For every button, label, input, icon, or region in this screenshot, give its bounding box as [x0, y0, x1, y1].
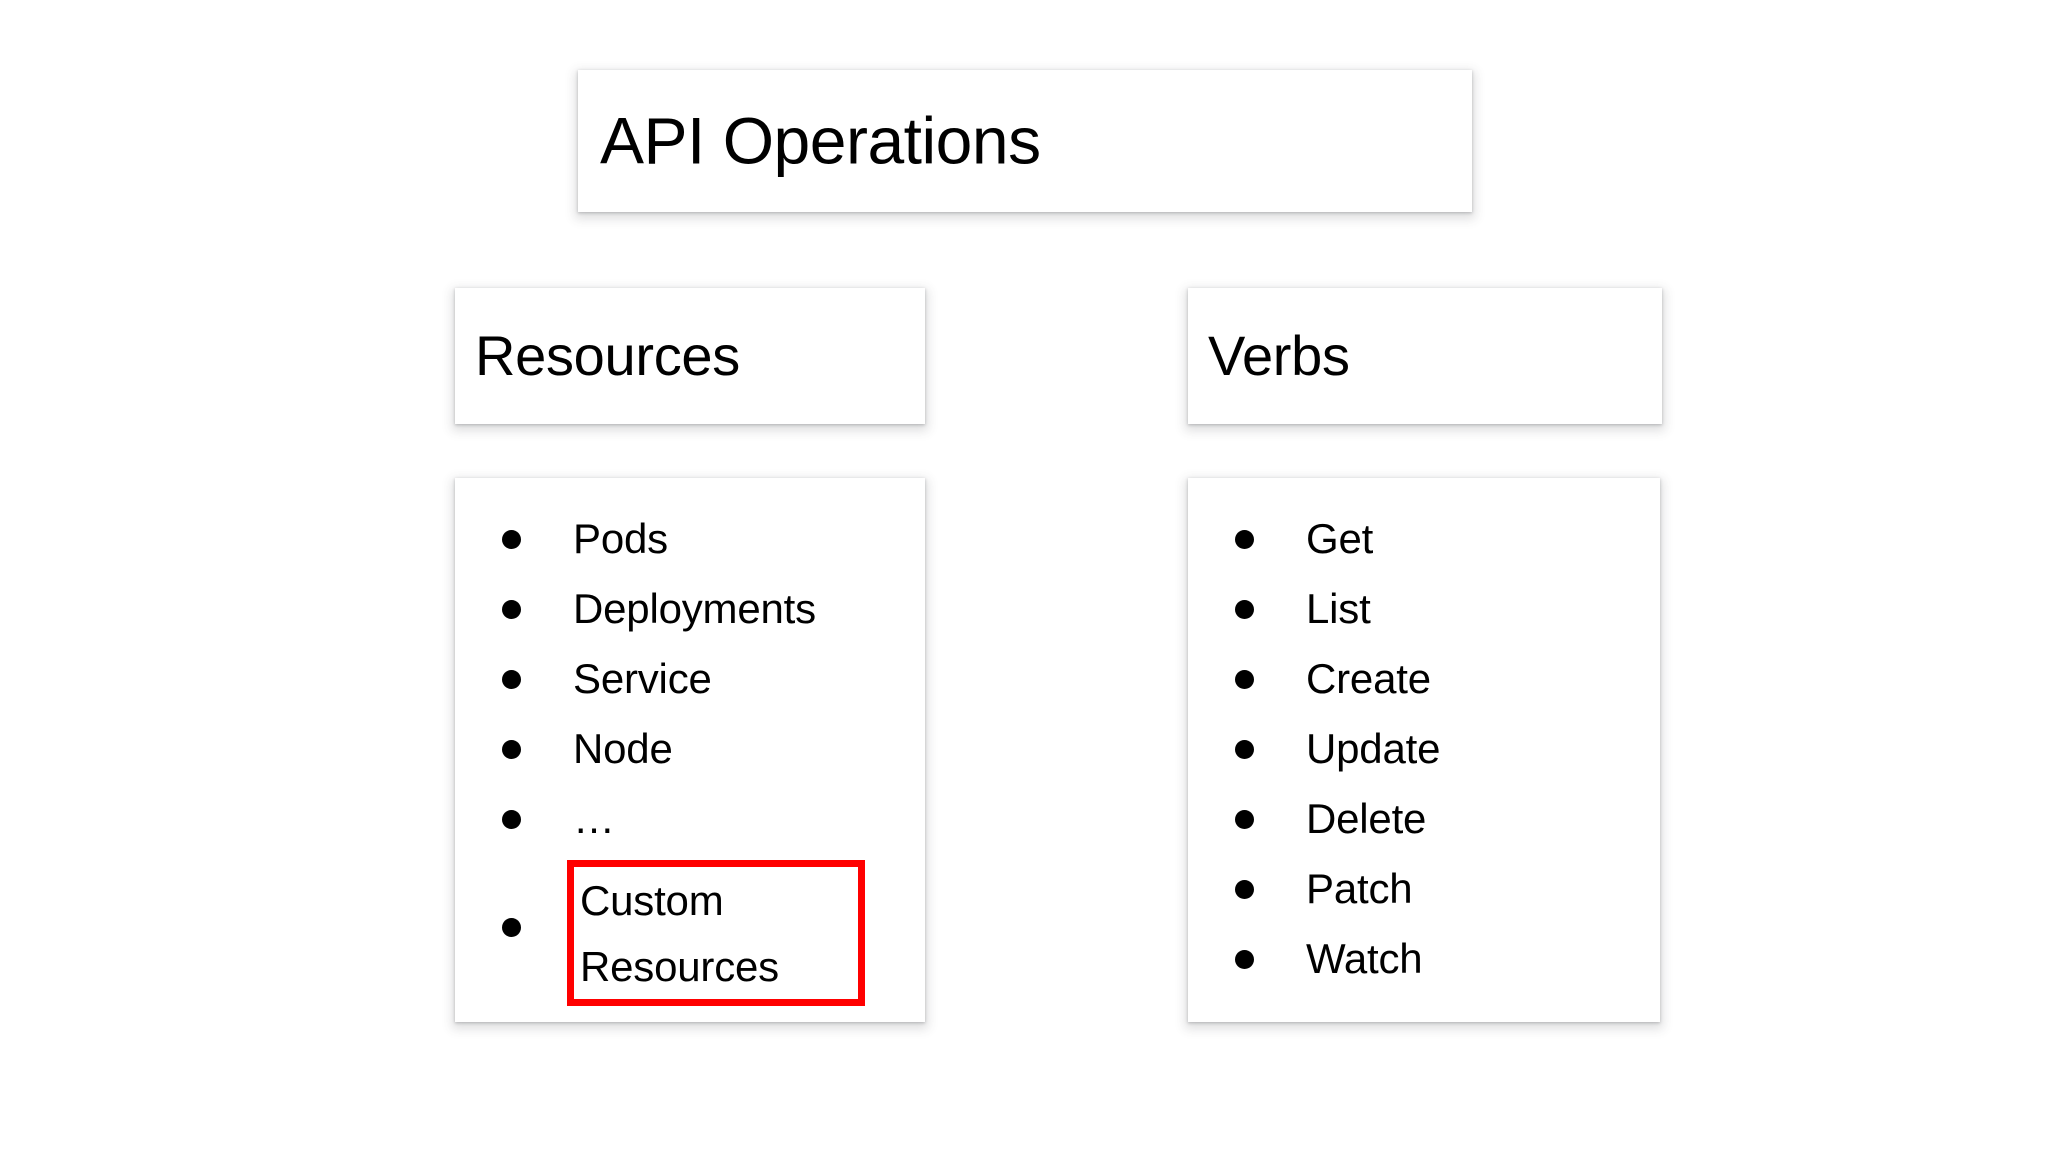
- resources-list: Pods Deployments Service Node …: [455, 504, 925, 1006]
- list-item-label: …: [573, 795, 617, 842]
- list-item: Patch: [1188, 854, 1660, 924]
- list-item-label: Watch: [1306, 935, 1423, 982]
- list-item-label: Custom Resources: [580, 877, 779, 990]
- list-item-label: Service: [573, 655, 712, 702]
- verbs-header-label: Verbs: [1208, 324, 1350, 388]
- list-item: Update: [1188, 714, 1660, 784]
- list-item: List: [1188, 574, 1660, 644]
- bullet-icon: [1235, 810, 1254, 829]
- bullet-icon: [502, 670, 521, 689]
- list-item-label: Pods: [573, 515, 668, 562]
- list-item-label: Delete: [1306, 795, 1427, 842]
- bullet-icon: [502, 740, 521, 759]
- bullet-icon: [1235, 950, 1254, 969]
- list-item-label: Create: [1306, 655, 1431, 702]
- bullet-icon: [1235, 740, 1254, 759]
- list-item-ellipsis: …: [455, 784, 925, 854]
- list-item: Pods: [455, 504, 925, 574]
- verbs-list-card: Get List Create Update Delete Patch: [1188, 478, 1660, 1022]
- list-item-custom-resources: Custom Resources: [455, 854, 925, 1006]
- page-title: API Operations: [600, 103, 1041, 178]
- bullet-icon: [1235, 880, 1254, 899]
- list-item-label: Update: [1306, 725, 1441, 772]
- list-item: Watch: [1188, 924, 1660, 994]
- title-card: API Operations: [578, 70, 1472, 212]
- resources-header-label: Resources: [475, 324, 740, 388]
- list-item: Node: [455, 714, 925, 784]
- bullet-icon: [502, 530, 521, 549]
- list-item: Delete: [1188, 784, 1660, 854]
- list-item-label: Patch: [1306, 865, 1413, 912]
- list-item-label: Node: [573, 725, 673, 772]
- verbs-header-card: Verbs: [1188, 288, 1662, 424]
- list-item: Deployments: [455, 574, 925, 644]
- list-item-label: List: [1306, 585, 1371, 632]
- bullet-icon: [502, 600, 521, 619]
- bullet-icon: [1235, 600, 1254, 619]
- resources-list-card: Pods Deployments Service Node …: [455, 478, 925, 1022]
- list-item-label: Deployments: [573, 585, 816, 632]
- red-highlight-box: [567, 860, 865, 1006]
- list-item: Service: [455, 644, 925, 714]
- bullet-icon: [1235, 530, 1254, 549]
- resources-header-card: Resources: [455, 288, 925, 424]
- bullet-icon: [1235, 670, 1254, 689]
- verbs-list: Get List Create Update Delete Patch: [1188, 504, 1660, 994]
- list-item: Create: [1188, 644, 1660, 714]
- bullet-icon: [502, 810, 521, 829]
- bullet-icon: [502, 918, 521, 937]
- list-item: Get: [1188, 504, 1660, 574]
- list-item-label: Get: [1306, 515, 1374, 562]
